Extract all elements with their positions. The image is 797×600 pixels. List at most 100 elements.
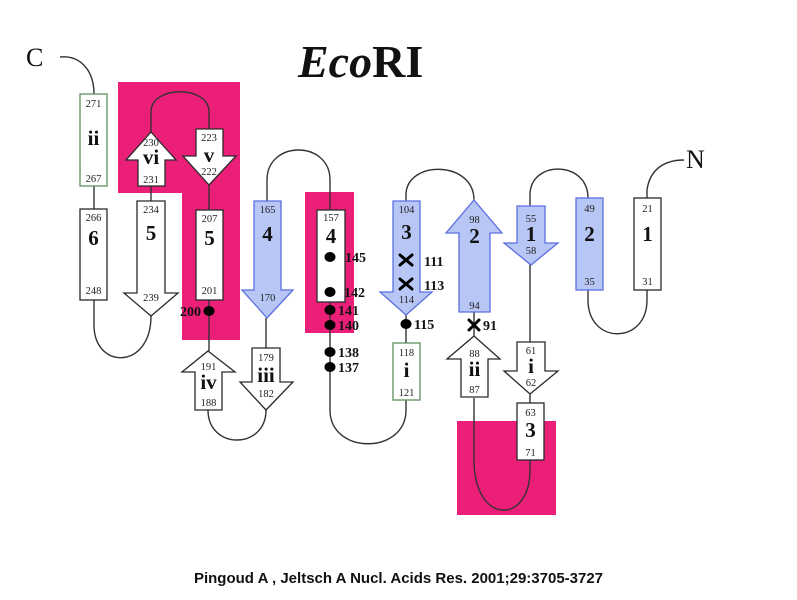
strand-i-label: i (528, 354, 534, 378)
helix-1: 21 1 31 (633, 197, 662, 291)
helix-5-end: 201 (202, 286, 218, 297)
strand-3-label: 3 (401, 220, 412, 244)
strand-4-start: 165 (260, 205, 276, 216)
strand-i: 61 i 62 (502, 341, 560, 395)
n-terminus-label: N (686, 145, 705, 174)
helix-2-label: 2 (584, 222, 595, 246)
strand-vi-end: 231 (143, 175, 159, 186)
site-cross-91: 91 (467, 318, 497, 334)
strand-5-end: 239 (143, 293, 159, 304)
helix-i: 118 i 121 (392, 342, 421, 401)
strand-1-label: 1 (526, 222, 537, 246)
loop-4-i (329, 302, 407, 445)
site-dot-145: 145 (324, 251, 366, 266)
strand-ii-end: 87 (469, 385, 480, 396)
helix-1-label: 1 (642, 222, 653, 246)
helix-i-label: i (404, 358, 410, 382)
helix-ii-label: ii (88, 126, 100, 150)
site-dot-115: 115 (400, 318, 434, 333)
strand-2-end: 94 (469, 301, 480, 312)
strand-iii-end: 182 (258, 389, 274, 400)
helix-3-end: 71 (525, 448, 536, 459)
helix-3-label: 3 (525, 418, 536, 442)
svg-text:91: 91 (483, 319, 497, 334)
helix-6-end: 248 (86, 286, 102, 297)
helix-5-label: 5 (204, 226, 215, 250)
title-italic: Eco (297, 36, 372, 87)
helix-ii-start: 271 (86, 99, 102, 110)
strand-5-start: 234 (143, 205, 160, 216)
loop-vi-v (150, 91, 210, 132)
helix-2: 49 2 35 (575, 197, 604, 291)
svg-text:200: 200 (180, 305, 201, 320)
helix-2-start: 49 (584, 204, 595, 215)
helix-ii: 271 ii 267 (79, 93, 108, 187)
title-normal: RI (372, 36, 423, 87)
svg-text:111: 111 (424, 255, 443, 270)
site-dot-138: 138 (324, 346, 359, 361)
strand-i-end: 62 (526, 378, 537, 389)
strand-2: 98 2 94 (444, 198, 504, 313)
helix-2-end: 35 (584, 277, 595, 288)
svg-text:140: 140 (338, 319, 359, 334)
helix-6: 266 6 248 (79, 208, 108, 301)
loop-2-1 (587, 290, 648, 335)
helix-1-end: 31 (642, 277, 653, 288)
strand-1-start: 55 (526, 214, 537, 225)
strand-ii-start: 88 (469, 349, 480, 360)
site-dot-142: 142 (324, 286, 365, 301)
strand-2-label: 2 (469, 224, 480, 248)
strand-3-start: 104 (399, 205, 416, 216)
site-cross-111: 111 (398, 253, 443, 270)
strand-1: 55 1 58 (502, 205, 560, 266)
helix-ii-end: 267 (86, 174, 102, 185)
diagram-title: EcoRI (297, 36, 423, 87)
loop-c-terminus (59, 56, 95, 95)
strand-iii-start: 179 (258, 353, 274, 364)
helix-5-start: 207 (202, 214, 218, 225)
svg-text:138: 138 (338, 346, 359, 361)
helix-1-start: 21 (642, 204, 653, 215)
helix-5: 207 5 201 (195, 209, 224, 301)
strand-ii: 88 ii 87 (445, 335, 502, 398)
loop-iv-iii (207, 409, 267, 441)
strand-ii-label: ii (469, 357, 481, 381)
helix-4-start: 157 (323, 213, 339, 224)
strand-i-start: 61 (526, 346, 537, 357)
helix-6-start: 266 (86, 213, 102, 224)
strand-v-end: 222 (201, 167, 217, 178)
strand-iii-label: iii (257, 363, 275, 387)
strand-5-label: 5 (146, 221, 157, 245)
loop-1-2 (529, 168, 589, 206)
strand-3: 104 3 114 (378, 200, 434, 316)
strand-vi: 230 vi 231 (124, 131, 178, 187)
strand-2-start: 98 (469, 215, 480, 226)
loop-ii-3 (473, 398, 531, 511)
helix-6-label: 6 (88, 226, 99, 250)
strand-iii: 179 iii 182 (238, 347, 295, 411)
strand-5: 234 5 239 (122, 200, 180, 317)
helix-i-start: 118 (399, 348, 414, 359)
strand-4-end: 170 (260, 293, 276, 304)
strand-v-label: v (204, 143, 215, 167)
strand-3-end: 114 (399, 295, 415, 306)
strand-v: 223 v 222 (181, 128, 238, 186)
strand-iv-start: 191 (201, 362, 217, 373)
loop-6-5 (93, 300, 152, 359)
helix-4: 157 4 (316, 209, 346, 303)
strand-vi-label: vi (143, 145, 160, 169)
strand-4: 165 4 170 (240, 200, 295, 319)
strand-vi-start: 230 (143, 138, 159, 149)
site-dot-140: 140 (324, 319, 359, 334)
site-dot-137: 137 (324, 361, 359, 376)
citation: Pingoud A , Jeltsch A Nucl. Acids Res. 2… (193, 570, 604, 587)
helix-3-start: 63 (525, 408, 536, 419)
helix-i-end: 121 (399, 388, 415, 399)
svg-text:113: 113 (424, 279, 444, 294)
svg-text:142: 142 (344, 286, 365, 301)
loop-4-4 (266, 149, 331, 210)
svg-text:141: 141 (338, 304, 359, 319)
strand-v-start: 223 (201, 133, 217, 144)
strand-iv: 191 iv 188 (180, 350, 237, 411)
